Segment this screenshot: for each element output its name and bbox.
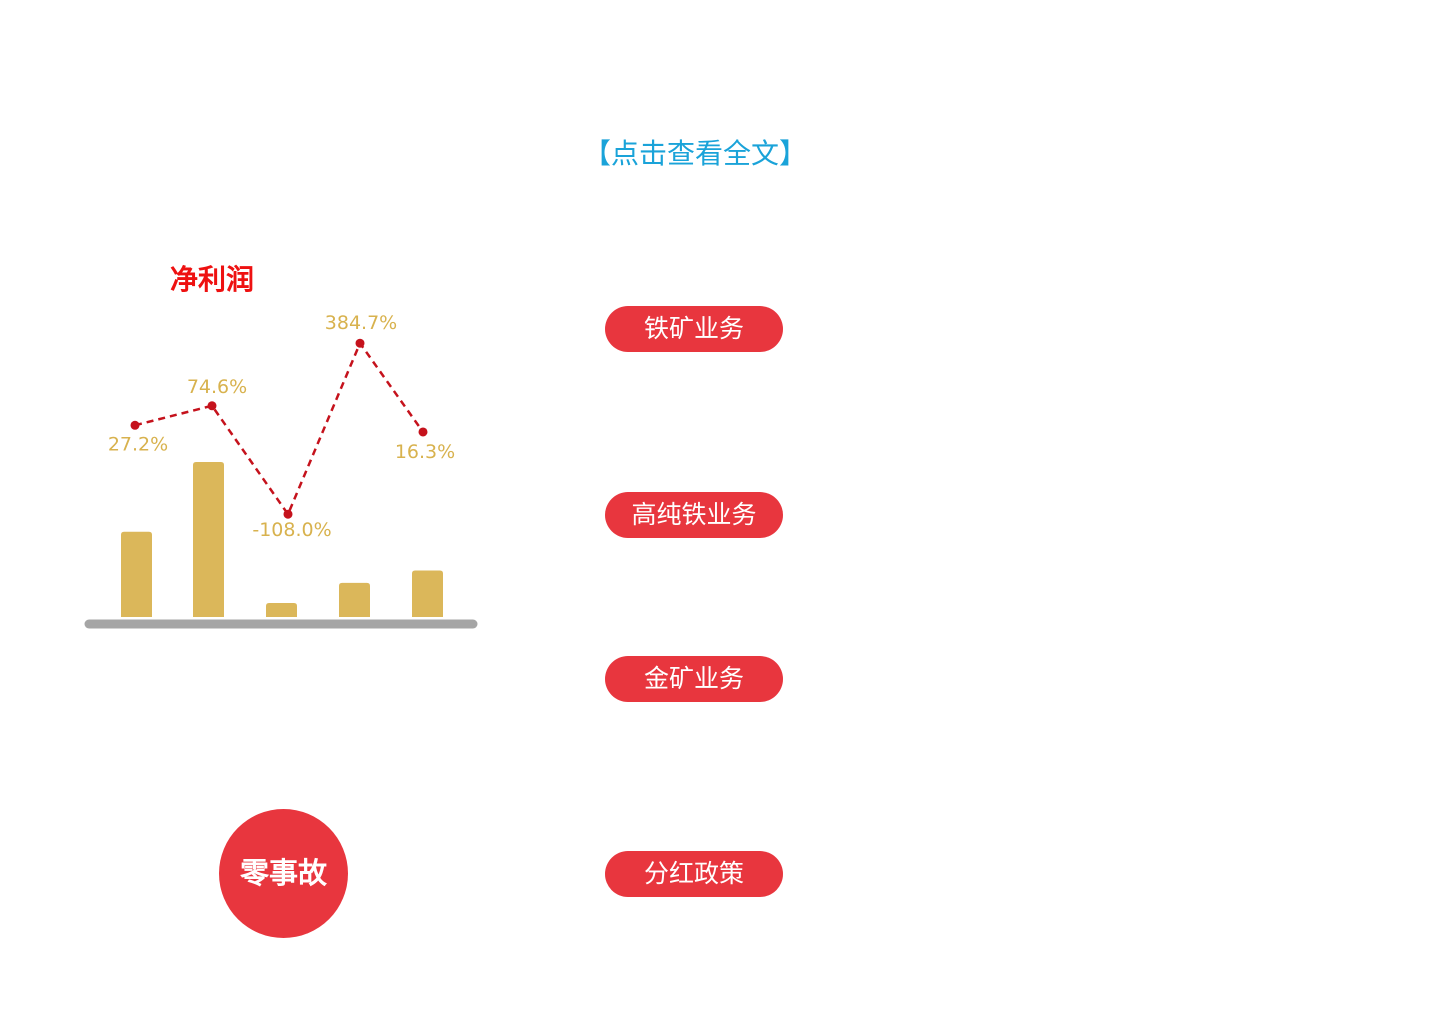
growth-point bbox=[283, 509, 293, 519]
growth-label: 74.6% bbox=[187, 376, 247, 398]
dividend-policy-button[interactable]: 分红政策 bbox=[605, 851, 783, 897]
growth-point bbox=[207, 401, 217, 411]
chart-bar bbox=[339, 582, 370, 617]
growth-line bbox=[134, 340, 425, 517]
chart-title: 净利润 bbox=[169, 263, 254, 296]
growth-point bbox=[418, 427, 428, 437]
gold-mine-business-button[interactable]: 金矿业务 bbox=[605, 656, 783, 702]
zero-accident-badge: 零事故 bbox=[219, 809, 348, 938]
growth-point bbox=[130, 420, 140, 430]
net-profit-chart: 27.2% 74.6% -108.0% 384.7% 16.3% bbox=[84, 312, 478, 629]
growth-label: 27.2% bbox=[108, 433, 168, 455]
read-full-text-link[interactable]: 【点击查看全文】 bbox=[583, 137, 808, 170]
chart-bar bbox=[121, 531, 152, 617]
growth-label: 384.7% bbox=[325, 312, 397, 334]
chart-bar bbox=[266, 603, 297, 617]
growth-label: 16.3% bbox=[395, 441, 455, 463]
chart-bar bbox=[412, 570, 443, 617]
growth-label: -108.0% bbox=[252, 519, 331, 541]
high-purity-iron-business-button[interactable]: 高纯铁业务 bbox=[605, 492, 783, 538]
iron-ore-business-button[interactable]: 铁矿业务 bbox=[605, 306, 783, 352]
chart-bar bbox=[193, 462, 224, 617]
growth-point bbox=[355, 338, 365, 348]
